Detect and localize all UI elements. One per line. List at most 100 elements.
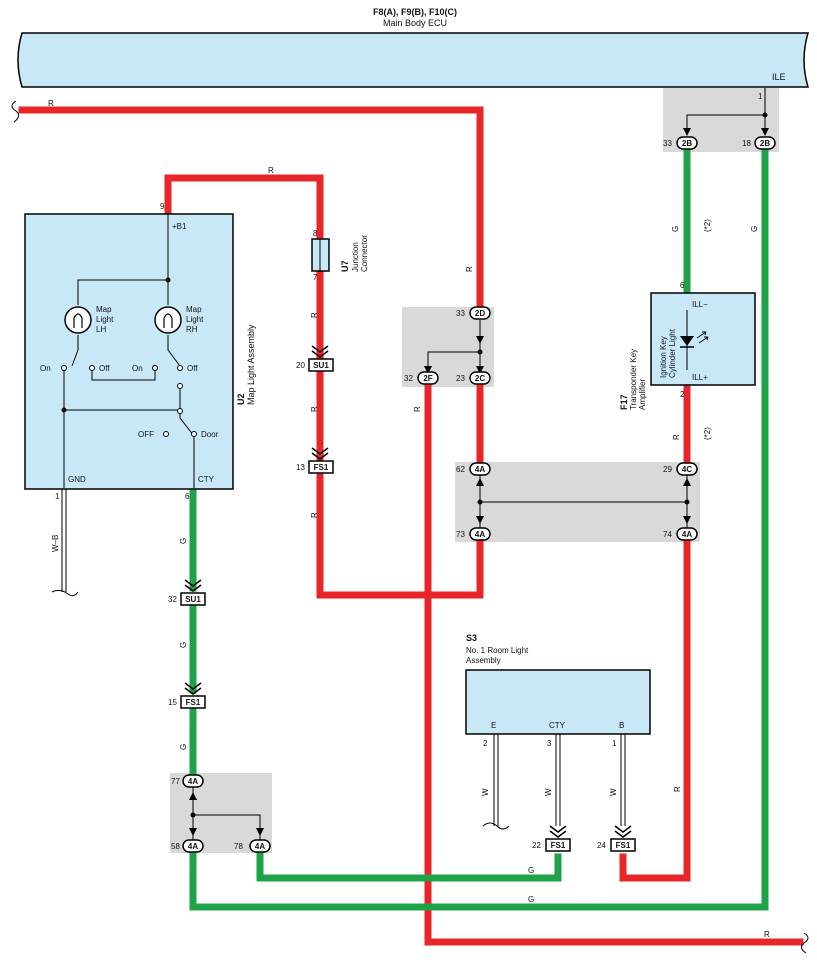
connector-fs1-15: FS1 15 <box>168 682 206 709</box>
svg-text:FS1: FS1 <box>616 841 631 850</box>
room-light-pin-3: 3 <box>547 739 552 748</box>
junction-pin-8: 8 <box>313 229 318 238</box>
connector-4a-77: 4A 77 <box>171 774 204 788</box>
amplifier-ill-minus: ILL− <box>692 300 708 309</box>
connector-su1-20: SU1 20 <box>296 345 334 372</box>
svg-text:FS1: FS1 <box>551 841 566 850</box>
wire-label-r-2d: R <box>465 266 474 272</box>
room-light-pin-2: 2 <box>483 739 488 748</box>
wire-break-e <box>482 822 510 830</box>
amplifier-box <box>650 292 756 386</box>
wire-label-r-b: R <box>673 786 682 792</box>
svg-text:33: 33 <box>456 309 465 318</box>
connector-fs1-22: FS1 22 <box>532 825 571 852</box>
svg-text:4A: 4A <box>475 530 485 539</box>
room-light-id: S3 <box>466 633 477 643</box>
switch-door: Door <box>201 430 219 439</box>
switch-door-off: OFF <box>138 430 154 439</box>
ecu-pin-1: 1 <box>758 92 763 101</box>
svg-text:4A: 4A <box>682 530 692 539</box>
map-light-rh-l3: RH <box>186 325 198 334</box>
map-light-id: U2 <box>236 393 246 405</box>
wire-label-g-cty: G <box>179 538 188 544</box>
map-light-gnd-pin: 1 <box>55 492 60 501</box>
amplifier-id: F17 <box>619 394 629 410</box>
connector-2b-18: 2B 18 <box>742 136 776 150</box>
map-light-assembly-box <box>24 213 234 490</box>
room-light-pin-1: 1 <box>612 739 617 748</box>
wire-label-g-su1: G <box>179 642 188 648</box>
room-light-cty: CTY <box>549 721 566 730</box>
svg-text:2B: 2B <box>682 139 692 148</box>
map-light-b1-label: +B1 <box>172 222 187 231</box>
wire-label-g-18: G <box>750 226 759 232</box>
wire-label-r-ill: R <box>672 434 681 440</box>
svg-text:22: 22 <box>532 841 541 850</box>
map-light-gnd-label: GND <box>68 475 86 484</box>
svg-text:18: 18 <box>742 139 751 148</box>
svg-text:15: 15 <box>168 698 177 707</box>
wire-note-top: (*2) <box>703 219 712 232</box>
svg-text:58: 58 <box>171 842 180 851</box>
arrow-heads <box>189 128 769 836</box>
switch-dots <box>61 277 171 413</box>
wire-label-r-1: R <box>310 312 319 318</box>
wire-break-left <box>11 100 20 123</box>
room-light-name-2: Assembly <box>466 656 501 665</box>
amplifier-pin-2: 2 <box>680 390 685 399</box>
wire-label-g-78: G <box>528 866 534 875</box>
switch-rh-off: Off <box>187 364 198 373</box>
ecu-subtitle: Main Body ECU <box>383 18 447 28</box>
switch-rh-on: On <box>132 364 143 373</box>
map-light-rh-l1: Map <box>186 305 202 314</box>
svg-text:33: 33 <box>663 139 672 148</box>
connector-4a-62: 4A 62 <box>456 462 491 476</box>
svg-text:73: 73 <box>456 530 465 539</box>
wire-label-g-bottom: G <box>528 895 534 904</box>
wire-label-r-bottom: R <box>764 930 770 939</box>
svg-text:62: 62 <box>456 465 465 474</box>
svg-text:FS1: FS1 <box>186 698 201 707</box>
switch-lh-on: On <box>40 364 51 373</box>
room-light-b: B <box>619 721 624 730</box>
wire-label-w-b: W <box>609 788 618 796</box>
connector-su1-32: SU1 32 <box>168 579 206 606</box>
svg-text:13: 13 <box>296 463 305 472</box>
svg-text:4A: 4A <box>188 842 198 851</box>
wire-break-wb <box>51 589 79 597</box>
wire-green-2b-18 <box>189 146 769 911</box>
svg-text:32: 32 <box>404 374 413 383</box>
wire-label-r-3: R <box>310 512 319 518</box>
connector-4a-58: 4A 58 <box>171 839 204 853</box>
wire-red-b1 <box>164 174 324 242</box>
map-light-rh-icon <box>154 306 182 334</box>
ecu-box <box>17 32 810 88</box>
wire-label-r-2: R <box>310 406 319 412</box>
wire-break-right <box>800 932 809 954</box>
splice-dots <box>190 112 768 818</box>
svg-text:29: 29 <box>663 465 672 474</box>
map-light-pin-9: 9 <box>160 202 165 211</box>
wire-label-r-top: R <box>48 99 54 108</box>
map-light-lh-icon <box>64 306 92 334</box>
map-light-rh-l2: Light <box>186 315 204 324</box>
amplifier-name-1: Transponder Key <box>629 349 638 410</box>
svg-text:SU1: SU1 <box>185 595 201 604</box>
wire-green-78 <box>256 850 562 882</box>
svg-text:4A: 4A <box>255 842 265 851</box>
svg-text:74: 74 <box>663 530 672 539</box>
connector-4a-74: 4A 74 <box>663 527 698 541</box>
connector-2f-32: 2F 32 <box>404 371 439 385</box>
wire-wb-ground <box>61 489 67 592</box>
connector-2d-33: 2D 33 <box>456 306 491 320</box>
connector-4a-73: 4A 73 <box>456 527 491 541</box>
svg-text:2F: 2F <box>423 374 432 383</box>
wire-label-w-cty: W <box>544 788 553 796</box>
svg-text:SU1: SU1 <box>313 361 329 370</box>
wire-label-wb: W–B <box>51 535 60 552</box>
map-light-cty-pin: 6 <box>185 492 190 501</box>
connector-4c-29: 4C 29 <box>663 462 698 476</box>
room-light-name-1: No. 1 Room Light <box>466 646 529 655</box>
map-light-lh-l2: Light <box>96 315 114 324</box>
connector-2b-33: 2B 33 <box>663 136 698 150</box>
